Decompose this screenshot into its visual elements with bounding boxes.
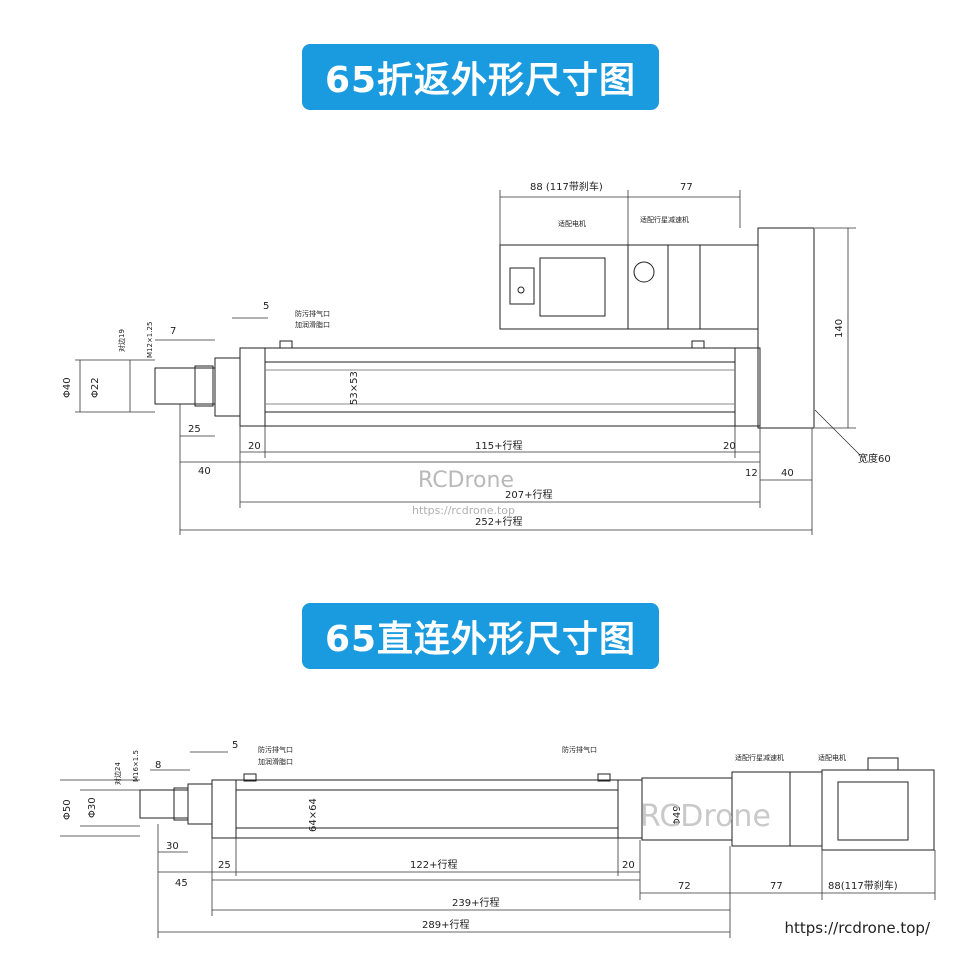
bottom-motor-label: 适配电机 (818, 753, 846, 762)
top-dim-20a: 20 (248, 441, 261, 452)
bottom-flat-label: 对边24 (113, 762, 122, 785)
bottom-vent-label: 防污排气口 (258, 745, 293, 754)
top-reducer-length-label: 77 (680, 182, 693, 193)
top-vent-label: 防污排气口 (295, 309, 330, 318)
bottom-dim-30: 30 (166, 841, 179, 852)
top-reducer (627, 244, 759, 330)
top-grease-label: 加润滑脂口 (295, 320, 330, 329)
bottom-actuator-body (211, 779, 643, 839)
bottom-drawing: 防污排气口 加润滑脂口 防污排气口 适配行星减速机 适配电机 对边24 M16×… (60, 740, 936, 938)
top-width-note: 宽度60 (858, 452, 891, 465)
top-end-plate (757, 227, 815, 429)
top-dim-25: 25 (188, 424, 201, 435)
top-drawing: 88 (117带刹车) 77 适配电机 适配行星减速机 140 宽度60 防污排… (62, 180, 891, 535)
bottom-dim-45: 45 (175, 878, 188, 889)
bottom-reducer-label: 适配行星减速机 (735, 753, 784, 762)
bottom-section-label: 64×64 (308, 798, 319, 832)
bottom-dim-77: 77 (770, 881, 783, 892)
top-dim-5: 5 (263, 301, 269, 312)
top-vent-screw (279, 340, 293, 349)
bottom-motor-length-label: 88(117带刹车) (828, 879, 898, 892)
bottom-vent-screw-2 (597, 773, 611, 782)
top-total-length-1: 207+行程 (505, 488, 552, 501)
watermark-brand-2: RCDrone (640, 799, 771, 834)
bottom-dim-72: 72 (678, 881, 691, 892)
top-dim-20b: 20 (723, 441, 736, 452)
top-rod-end (154, 367, 216, 405)
top-actuator-body (239, 347, 761, 427)
bottom-total-length-2: 289+行程 (422, 918, 469, 931)
top-section-label: 53×53 (349, 371, 360, 405)
top-dim-40: 40 (198, 466, 211, 477)
top-diagram-title: 65折返外形尺寸图 (302, 44, 659, 110)
bottom-dim-5: 5 (232, 740, 238, 751)
bottom-dim-20: 20 (622, 860, 635, 871)
bottom-rod-diameter-label: Φ30 (87, 797, 98, 818)
top-dim-40b: 40 (781, 468, 794, 479)
bottom-vent-screw (243, 773, 257, 782)
top-reducer-label: 适配行星减速机 (640, 215, 689, 224)
top-stroke-label: 115+行程 (475, 439, 522, 452)
top-flat-label: 对边19 (117, 329, 126, 352)
watermark-brand: RCDrone (418, 468, 514, 493)
top-outer-diameter-label: Φ40 (62, 377, 73, 398)
top-total-length-2: 252+行程 (475, 515, 522, 528)
top-thread-label: M12×1.25 (146, 322, 154, 358)
top-height-label: 140 (834, 319, 845, 338)
bottom-total-length-1: 239+行程 (452, 896, 499, 909)
bottom-stroke-label: 122+行程 (410, 858, 457, 871)
top-motor-label: 适配电机 (558, 219, 586, 228)
bottom-outer-diameter-label: Φ50 (62, 799, 73, 820)
bottom-grease-label: 加润滑脂口 (258, 757, 293, 766)
bottom-rod-end (139, 789, 189, 819)
top-vent-screw-2 (691, 340, 705, 349)
footer-url: https://rcdrone.top/ (784, 919, 930, 937)
bottom-diagram-title: 65直连外形尺寸图 (302, 603, 659, 669)
top-rod-diameter-label: Φ22 (90, 377, 101, 398)
top-dim-12: 12 (745, 468, 758, 479)
top-dim-7: 7 (170, 326, 176, 337)
top-motor-length-label: 88 (117带刹车) (530, 180, 603, 193)
watermark-url: https://rcdrone.top (412, 504, 515, 517)
bottom-thread-label: M16×1.5 (132, 750, 140, 782)
bottom-square-label: Φ49 (672, 805, 683, 826)
bottom-vent-label-2: 防污排气口 (562, 745, 597, 754)
bottom-dim-8: 8 (155, 760, 161, 771)
bottom-dim-25: 25 (218, 860, 231, 871)
